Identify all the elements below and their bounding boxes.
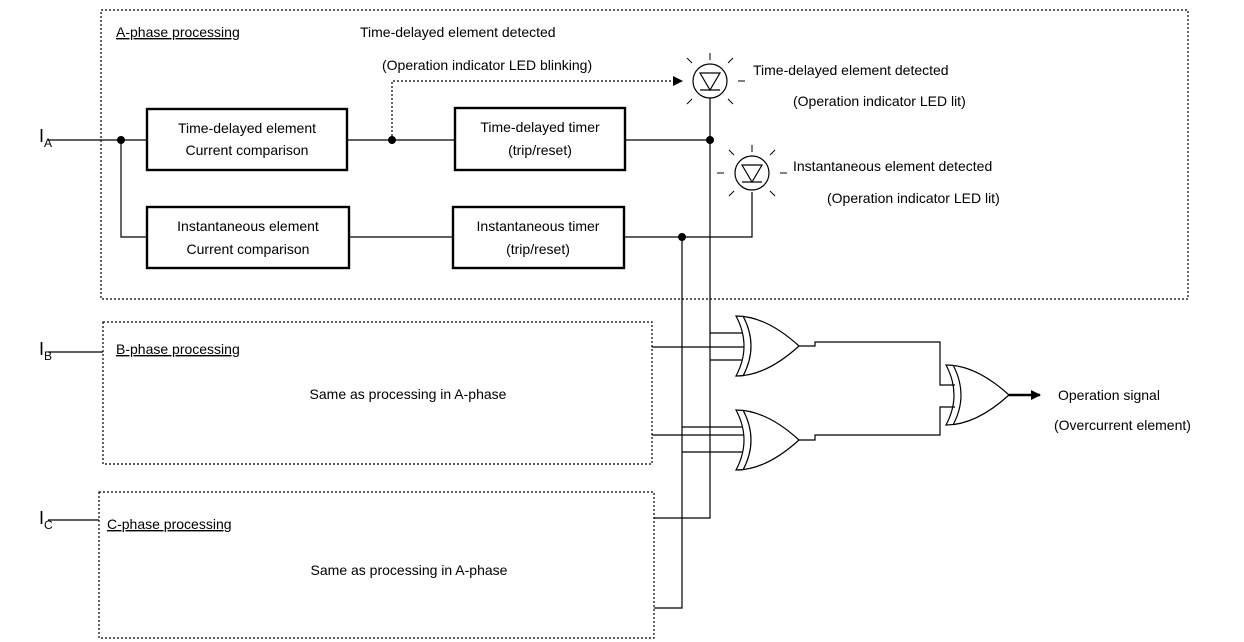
svg-text:Current comparison: Current comparison [187,241,310,257]
input-a-label: IA [39,126,52,150]
inst-element-block: Instantaneous element Current comparison [145,205,351,270]
input-b-label: IB [39,339,52,363]
input-c-label: IC [39,508,53,532]
td-lit-annotation-line1: Time-delayed element detected [753,62,949,78]
b-phase-title: B-phase processing [116,341,240,357]
svg-text:Instantaneous element: Instantaneous element [177,218,319,234]
output-signal-line2: (Overcurrent element) [1054,417,1191,433]
or-gate-time-delayed [735,315,800,377]
svg-text:(trip/reset): (trip/reset) [506,241,570,257]
c-phase-frame [98,491,655,639]
a-phase-title: A-phase processing [116,24,240,40]
inst-timer-block: Instantaneous timer (trip/reset) [451,205,626,270]
svg-text:Time-delayed element: Time-delayed element [178,120,316,136]
b-phase-body: Same as processing in A-phase [310,386,507,402]
td-led-icon [686,53,745,105]
inst-led-icon [717,145,787,197]
svg-text:Current comparison: Current comparison [186,142,309,158]
inst-lit-annotation-line2: (Operation indicator LED lit) [827,190,1000,206]
svg-text:Instantaneous timer: Instantaneous timer [477,218,600,234]
td-element-block: Time-delayed element Current comparison [145,107,349,172]
blink-annotation-line1: Time-delayed element detected [360,24,556,40]
output-signal-line1: Operation signal [1058,387,1160,403]
inst-lit-annotation-line1: Instantaneous element detected [793,158,992,174]
blink-annotation-line2: (Operation indicator LED blinking) [382,57,592,73]
svg-text:Time-delayed timer: Time-delayed timer [480,119,600,135]
td-lit-annotation-line2: (Operation indicator LED lit) [793,93,966,109]
td-timer-block: Time-delayed timer (trip/reset) [453,106,627,172]
b-phase-frame [102,321,653,465]
c-phase-body: Same as processing in A-phase [311,562,508,578]
or-gate-output [945,364,1010,426]
svg-text:(trip/reset): (trip/reset) [508,142,572,158]
or-gate-instantaneous [735,409,800,471]
c-phase-title: C-phase processing [107,516,232,532]
